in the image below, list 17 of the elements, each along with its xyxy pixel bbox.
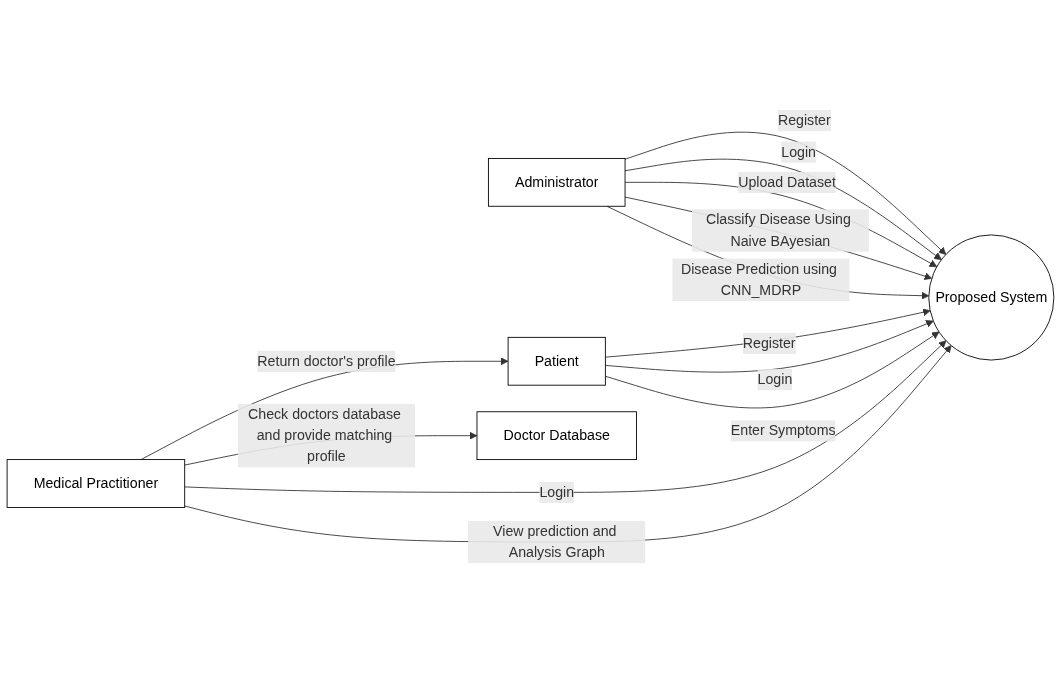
- edge-label: Check doctors database and provide matching profile: [248, 406, 401, 464]
- node-box: Doctor Database: [476, 411, 637, 460]
- edge-label: Register: [742, 335, 796, 351]
- edge-label: Register: [777, 112, 831, 128]
- edge-label: Login: [757, 371, 793, 387]
- edge-label: Return doctor's profile: [257, 353, 396, 369]
- edge-label: Enter Symptoms: [730, 422, 836, 438]
- node-box: Administrator: [487, 157, 626, 207]
- node-box: Patient: [507, 336, 606, 386]
- edge-label: Classify Disease Using Naive BAyesian: [705, 211, 851, 249]
- edge-label: Login: [539, 484, 575, 500]
- node-box: Medical Practitioner: [6, 459, 186, 508]
- edge-label: Login: [781, 143, 816, 160]
- node-circle: Proposed System: [928, 234, 1055, 361]
- edge-label: Disease Prediction using CNN_MDRP: [680, 260, 837, 298]
- edge-label: Upload Dataset: [738, 174, 836, 190]
- edge-label: View prediction and Analysis Graph: [493, 523, 617, 560]
